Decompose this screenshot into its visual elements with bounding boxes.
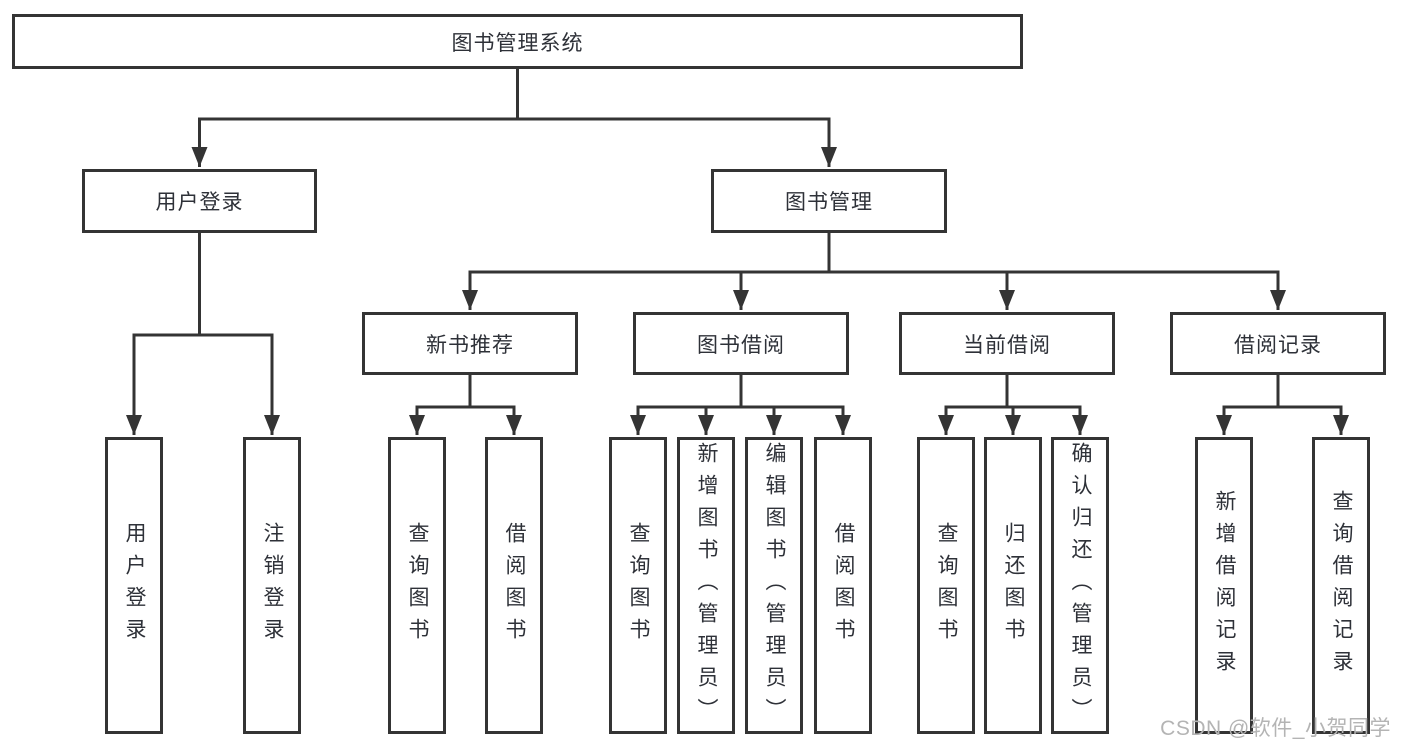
node-label: 查询图书 xyxy=(406,521,429,650)
branch-borrow-records xyxy=(1216,375,1349,435)
branch-user-login xyxy=(126,233,280,435)
branch-root xyxy=(191,69,837,167)
node-library-management-system: 图书管理系统 xyxy=(12,14,1023,69)
node-label: 编辑图书（管理员） xyxy=(763,441,786,730)
leaf-borrow-books-recommend: 借阅图书 xyxy=(485,437,543,734)
node-label: 查询图书 xyxy=(627,521,650,650)
node-label: 图书管理 xyxy=(785,191,873,214)
leaf-user-login: 用户登录 xyxy=(105,437,163,734)
node-label: 注销登录 xyxy=(261,521,284,650)
leaf-return-books: 归还图书 xyxy=(984,437,1042,734)
node-label: 图书借阅 xyxy=(697,333,785,357)
node-label: 借阅图书 xyxy=(832,521,855,650)
branch-current-borrow xyxy=(938,375,1088,435)
node-book-borrow: 图书借阅 xyxy=(633,312,849,375)
branch-book-management xyxy=(462,233,1286,310)
leaf-query-books-recommend: 查询图书 xyxy=(388,437,446,734)
node-label: 查询借阅记录 xyxy=(1330,489,1353,682)
csdn-watermark: CSDN @软件_小贺同学 xyxy=(1160,717,1391,740)
leaf-add-borrow-record: 新增借阅记录 xyxy=(1195,437,1253,734)
node-label: 图书管理系统 xyxy=(451,31,584,55)
branch-book-borrow xyxy=(630,375,851,435)
node-label: 归还图书 xyxy=(1002,521,1025,650)
leaf-query-books-current: 查询图书 xyxy=(917,437,975,734)
branch-new-book-recommend xyxy=(409,375,522,435)
leaf-query-books-borrow: 查询图书 xyxy=(609,437,667,734)
leaf-logout: 注销登录 xyxy=(243,437,301,734)
node-label: 新书推荐 xyxy=(426,333,514,357)
leaf-edit-books-admin: 编辑图书（管理员） xyxy=(745,437,803,734)
node-current-borrow: 当前借阅 xyxy=(899,312,1115,375)
leaf-borrow-books: 借阅图书 xyxy=(814,437,872,734)
node-label: 新增借阅记录 xyxy=(1213,489,1236,682)
leaf-query-borrow-record: 查询借阅记录 xyxy=(1312,437,1370,734)
leaf-confirm-return-admin: 确认归还（管理员） xyxy=(1051,437,1109,734)
node-label: 借阅图书 xyxy=(503,521,526,650)
node-borrow-records: 借阅记录 xyxy=(1170,312,1386,375)
node-new-book-recommend: 新书推荐 xyxy=(362,312,578,375)
node-label: 查询图书 xyxy=(935,521,958,650)
node-label: 借阅记录 xyxy=(1234,333,1322,357)
node-label: 新增图书（管理员） xyxy=(695,441,718,730)
node-label: 用户登录 xyxy=(155,191,244,214)
node-label: 当前借阅 xyxy=(963,333,1051,357)
node-label: 确认归还（管理员） xyxy=(1069,441,1092,730)
node-label: 用户登录 xyxy=(123,521,146,650)
node-user-login: 用户登录 xyxy=(82,169,317,233)
leaf-add-books-admin: 新增图书（管理员） xyxy=(677,437,735,734)
node-book-management: 图书管理 xyxy=(711,169,947,233)
